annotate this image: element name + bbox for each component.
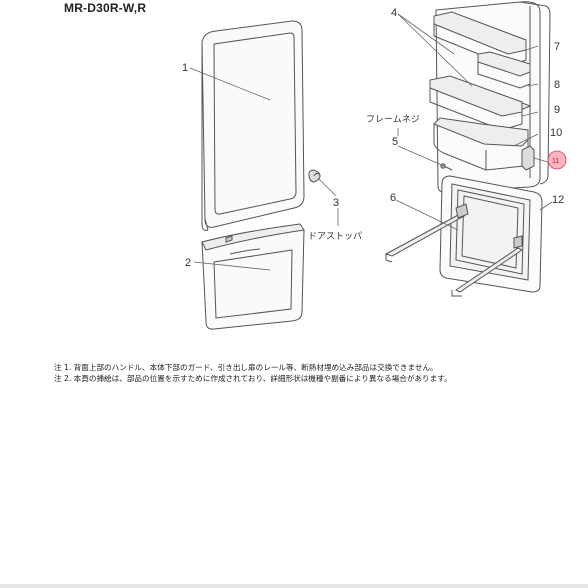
frame-screw-label: フレームネジ <box>366 114 420 125</box>
door-stopper <box>308 169 321 183</box>
part-number-12: 12 <box>552 194 564 206</box>
leader-lines <box>189 13 553 271</box>
part-number-2: 2 <box>185 257 191 269</box>
part-number-6: 6 <box>390 192 396 204</box>
parts-diagram: 1 2 3 4 5 6 7 8 9 10 11 12 フレームネジ ドアストッパ <box>182 1 567 330</box>
part-number-9: 9 <box>554 104 560 116</box>
part-number-10: 10 <box>550 127 562 139</box>
model-title: MR-D30R-W,R <box>64 1 147 15</box>
part-number-1: 1 <box>182 62 188 74</box>
note-1: 注 1. 背面上部のハンドル、本体下部のガード、引き出し扉のレール等、断熱材埋め… <box>54 363 438 372</box>
highlight-marker <box>547 150 567 170</box>
bottom-bar <box>0 584 588 588</box>
part-number-11: 11 <box>552 158 559 165</box>
lower-drawer <box>201 223 305 330</box>
part-number-5: 5 <box>392 136 398 148</box>
part-number-7: 7 <box>554 41 560 53</box>
part-number-3: 3 <box>333 197 339 209</box>
upper-door <box>201 20 305 231</box>
note-2: 注 2. 本頁の挿絵は、部品の位置を示すために作成されており、詳細形状は機種や副… <box>54 374 452 383</box>
door-stopper-label: ドアストッパ <box>308 231 362 242</box>
part-number-4: 4 <box>391 7 397 19</box>
drawer-rail <box>384 203 523 297</box>
inner-door <box>429 1 551 193</box>
part-number-8: 8 <box>554 79 560 91</box>
notes: 注 1. 背面上部のハンドル、本体下部のガード、引き出し扉のレール等、断熱材埋め… <box>54 362 574 384</box>
freezer-frame <box>439 175 543 293</box>
